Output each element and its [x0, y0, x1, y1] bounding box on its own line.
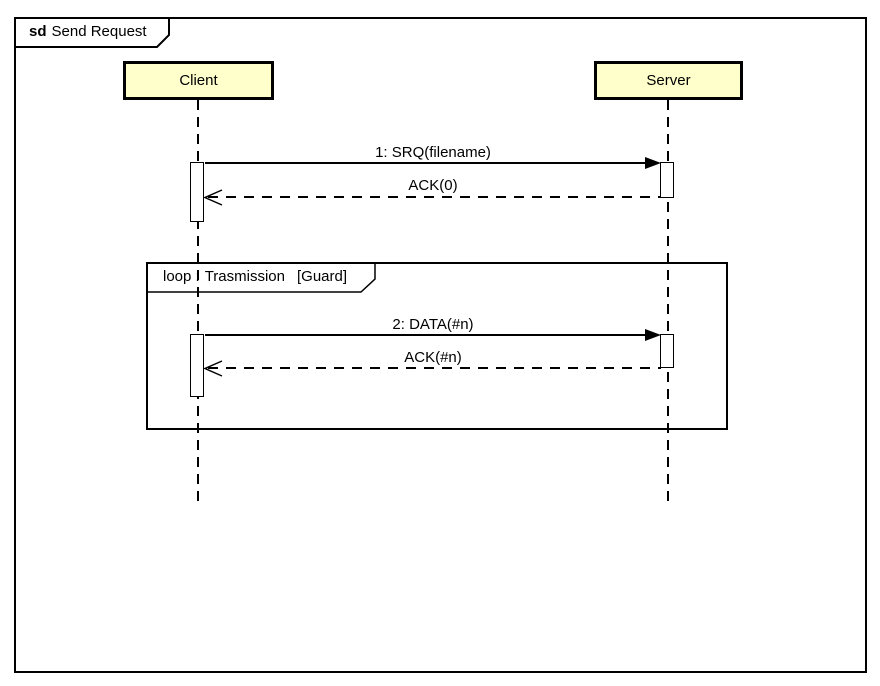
lifeline-head-client: Client	[123, 61, 274, 100]
loop-fragment-frame	[146, 262, 728, 430]
frame-title-tab	[14, 17, 170, 48]
lifeline-head-server: Server	[594, 61, 743, 100]
filled-arrowhead-icon	[645, 328, 661, 341]
activation-bar-client-2	[190, 334, 204, 397]
activation-bar-server-1	[660, 162, 674, 198]
client-lifeline	[197, 100, 199, 502]
message-line-srq	[205, 162, 648, 164]
message-label-ackn: ACK(#n)	[404, 349, 462, 366]
open-arrowhead-icon	[204, 360, 223, 377]
loop-operator-text: loop : Trasmission [Guard]	[146, 262, 375, 291]
message-line-data	[205, 334, 648, 336]
message-line-ackn	[208, 367, 661, 369]
message-line-ack0	[208, 196, 661, 198]
message-label-srq: 1: SRQ(filename)	[375, 144, 491, 161]
frame-title-label: Send Request	[51, 22, 147, 40]
filled-arrowhead-icon	[645, 156, 661, 169]
activation-bar-server-2	[660, 334, 674, 368]
loop-operator-label: loop :	[163, 268, 200, 285]
diagram-frame	[14, 17, 867, 673]
participant-name-label: Client	[179, 72, 218, 89]
loop-guard-label: [Guard]	[297, 268, 348, 285]
frame-keyword-label: sd	[29, 22, 47, 40]
message-label-data: 2: DATA(#n)	[392, 316, 474, 333]
server-lifeline	[667, 100, 669, 502]
loop-name-label: Trasmission	[204, 268, 285, 285]
message-label-ack0: ACK(0)	[408, 177, 458, 194]
open-arrowhead-icon	[204, 189, 223, 206]
participant-name-label: Server	[646, 72, 691, 89]
activation-bar-client-1	[190, 162, 204, 222]
frame-title: sd Send Request	[14, 17, 164, 45]
loop-operator-tab	[146, 262, 376, 293]
